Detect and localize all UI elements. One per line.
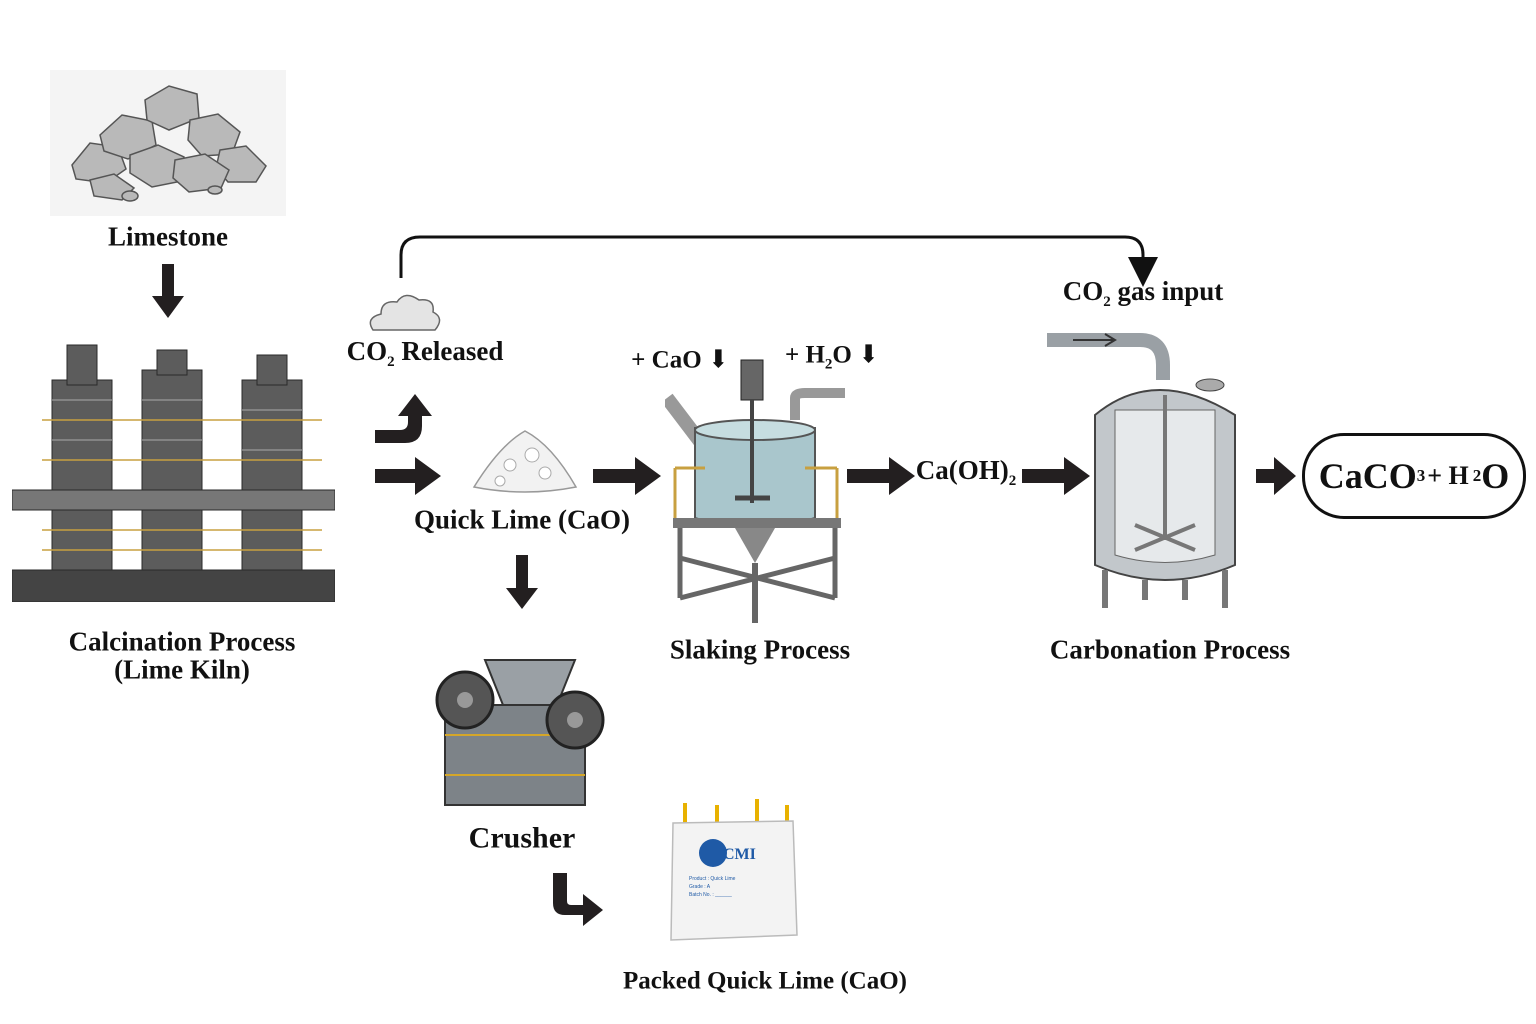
carbonation-label: Carbonation Process [1049,634,1291,665]
limestone-pile-image [50,70,286,216]
co2-released-label: CO2 Released [346,336,504,371]
quick-lime-label: Quick Lime (CaO) [414,504,630,535]
co2-cloud-icon [369,294,441,331]
slaking-tank-image [665,359,845,623]
co2-gas-input-label: CO2 gas input [1062,276,1224,311]
add-cao-label: + CaO ⬇ [631,346,729,374]
arrow-limestone-to-kiln [152,264,184,318]
packed-quick-lime-bag: CMI Product : Quick Lime Grade : A Batch… [665,795,800,945]
arrow-carbonation-to-product [1256,457,1296,495]
product-caco3-sub: 3 [1416,466,1426,485]
quick-lime-pile-image [472,430,578,493]
arrow-slaking-to-caoh2 [847,457,915,495]
product-h2o-o: O [1481,456,1510,496]
bag-grade-line: Grade : A [689,884,711,890]
arrow-crusher-to-bag [553,873,603,926]
bag-product-line: Product : Quick Lime [689,876,736,882]
calcination-label-line1: Calcination Process [68,626,296,657]
crusher-label: Crusher [468,821,576,855]
limestone-label: Limestone [108,221,228,252]
calcination-label-line2: (Lime Kiln) [114,654,250,685]
bag-logo-text: CMI [723,846,756,863]
arrow-quicklime-to-slaking [593,457,661,495]
add-h2o-label: + H2O ⬇ [784,341,880,373]
lime-kiln-image [12,344,335,602]
product-h2o-sub: 2 [1472,466,1482,485]
crusher-image [435,659,605,806]
bulk-bag-image: CMI [670,799,798,941]
arrow-kiln-to-quicklime [375,457,441,495]
packed-quick-lime-label: Packed Quick Lime (CaO) [622,967,908,995]
co2-recycle-connector [399,235,1158,287]
caoh2-label: Ca(OH)2 [915,455,1017,490]
arrow-kiln-co2-up [375,394,432,443]
product-caco3: CaCO [1318,456,1417,496]
slaking-label: Slaking Process [669,634,851,665]
product-h2o: + H [1427,461,1469,490]
bag-batch-line: Batch No. : ______ [689,892,732,898]
arrow-caoh2-to-carbonation [1022,457,1090,495]
carbonation-vessel-image [1047,333,1236,608]
arrow-quicklime-to-crusher [506,555,538,609]
